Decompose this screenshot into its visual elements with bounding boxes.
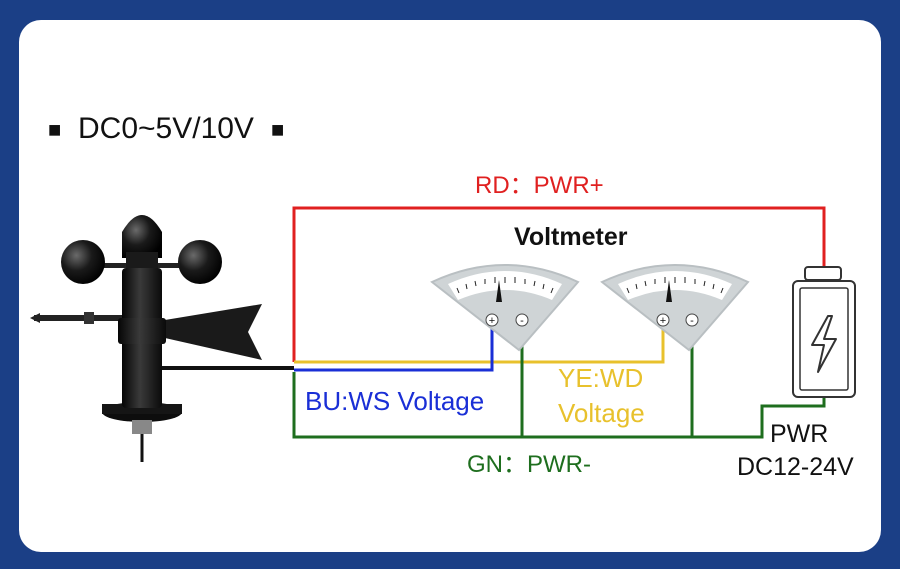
heading: ■ DC0~5V/10V ■ xyxy=(48,112,284,145)
voltmeter-2-needle xyxy=(666,280,672,302)
green-wire-label: GN：PWR- xyxy=(467,451,591,478)
voltmeter-1-plus-terminal xyxy=(485,313,499,327)
power-label-line2: DC12-24V xyxy=(737,453,854,481)
lightning-bolt-icon xyxy=(811,315,837,373)
blue-wire-label: BU:WS Voltage xyxy=(305,386,484,416)
heading-bullet-right: ■ xyxy=(271,117,284,142)
heading-bullet-left: ■ xyxy=(48,117,61,142)
voltmeter-title: Voltmeter xyxy=(514,223,628,251)
voltmeter-2: + - xyxy=(600,264,750,352)
voltmeter-2-minus-terminal xyxy=(685,313,699,327)
yellow-wire xyxy=(294,320,665,364)
power-label-line1: PWR xyxy=(770,420,828,448)
red-wire xyxy=(292,206,826,362)
yellow-wire-label-line1: YE:WD xyxy=(558,363,643,393)
heading-text: DC0~5V/10V xyxy=(78,112,254,145)
voltmeter-1: + - xyxy=(430,264,580,352)
yellow-wire-label-line2: Voltage xyxy=(558,398,645,428)
voltmeter-1-needle xyxy=(496,280,502,302)
voltmeter-1-minus-terminal xyxy=(515,313,529,327)
voltmeter-1-minus-label: - xyxy=(520,315,524,327)
battery-icon xyxy=(792,266,856,398)
voltmeter-2-minus-label: - xyxy=(690,315,694,327)
voltmeter-2-plus-terminal xyxy=(656,313,670,327)
anemometer-sensor-icon xyxy=(30,215,262,462)
green-wire xyxy=(292,372,826,439)
voltmeter-1-plus-label: + xyxy=(489,315,495,327)
red-wire-label: RD：PWR+ xyxy=(475,172,604,199)
voltmeter-2-plus-label: + xyxy=(660,315,666,327)
blue-wire xyxy=(294,320,494,372)
